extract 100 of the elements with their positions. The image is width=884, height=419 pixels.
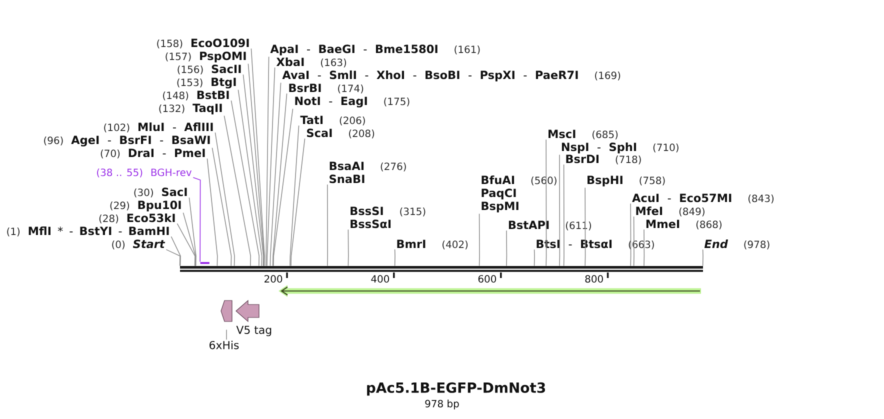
enzyme-label: BsrBI	[289, 84, 321, 92]
position-label: (758)	[640, 176, 665, 186]
enzyme-label: PaqCI	[482, 188, 516, 200]
leader-line	[182, 212, 196, 266]
enzyme-label: BmrI	[397, 240, 426, 248]
enzyme-label: BstBI	[197, 90, 229, 100]
leader-line	[166, 249, 180, 266]
leader-line	[248, 63, 264, 266]
leader-line	[230, 100, 260, 266]
leader-line	[272, 93, 288, 266]
feature-label: 6xHis	[210, 340, 239, 350]
scale-label: 400	[371, 275, 390, 283]
position-label: (153)	[177, 78, 202, 88]
position-label: (0)	[112, 240, 125, 250]
position-label: (174)	[338, 84, 364, 94]
enzyme-label: TatI	[300, 116, 323, 124]
leader-line	[238, 89, 262, 266]
leader-line	[348, 229, 349, 266]
leader-line	[644, 229, 645, 266]
enzyme-label: MscI	[548, 130, 576, 138]
leader-line	[206, 158, 218, 266]
enzyme-label: DraI - PmeI	[128, 148, 205, 158]
enzyme-label: SacII	[212, 64, 241, 74]
position-label: (29)	[110, 201, 130, 210]
enzyme-label: BtsI - BtsαI	[536, 240, 612, 248]
enzyme-label: ApaI - BaeGI - Bme1580I	[270, 44, 438, 56]
position-label: (156)	[178, 65, 203, 74]
scale-label: 800	[585, 275, 603, 283]
position-label: (208)	[349, 129, 374, 138]
caption: 978 bp	[425, 400, 459, 410]
enzyme-label: AcuI - Eco57MI	[632, 194, 732, 202]
enzyme-label: BssSαI	[350, 220, 391, 228]
enzyme-label: Eco53kI	[127, 213, 175, 222]
enzyme-label: MmeI	[646, 220, 680, 228]
position-label: (102)	[104, 123, 130, 132]
enzyme-label: BsaAI	[330, 162, 364, 170]
position-label: (868)	[696, 220, 722, 230]
scale-label: 600	[478, 275, 496, 283]
leader-line	[290, 125, 300, 266]
position-label: (560)	[531, 176, 556, 186]
position-label: (30)	[134, 188, 153, 198]
position-label: (685)	[592, 130, 618, 140]
position-label: (38 .. 55)	[97, 168, 142, 178]
leader-line	[534, 249, 535, 266]
leader-line	[170, 236, 181, 266]
enzyme-label: AvaI - SmlI - XhoI - BsoBI - PspXI - PaeR7I	[282, 70, 578, 82]
enzyme-label: XbaI	[276, 57, 304, 66]
enzyme-label: AgeI - BsrFI - BsaWI	[71, 136, 210, 146]
leader-line	[226, 329, 227, 340]
enzyme-label: BsrDI	[566, 154, 599, 164]
position-label: (175)	[384, 97, 410, 106]
position-label: (70)	[100, 149, 120, 158]
feature-block	[220, 300, 232, 322]
position-label: (276)	[380, 162, 406, 172]
leader-line	[559, 154, 560, 266]
leader-line	[250, 48, 265, 266]
enzyme-label: SnaBI	[330, 174, 364, 184]
leader-line	[212, 147, 232, 266]
position-label: (843)	[748, 194, 774, 204]
enzyme-label: NotI - EagI	[295, 96, 367, 108]
enzyme-label: MfeI	[636, 206, 662, 216]
leader-line	[270, 82, 282, 266]
sequence-bar	[180, 266, 703, 272]
position-label: (315)	[400, 207, 426, 216]
end-label: Start	[132, 240, 166, 248]
leader-line	[394, 249, 396, 266]
scale-label: 200	[264, 275, 282, 283]
leader-line	[192, 177, 201, 262]
position-label: (402)	[442, 240, 468, 250]
position-label: (978)	[744, 240, 770, 250]
enzyme-label: TaqII	[192, 104, 222, 114]
leader-line	[290, 138, 306, 266]
enzyme-label: BspMI	[482, 202, 518, 212]
position-label: (718)	[616, 155, 641, 164]
enzyme-label: MluI - AflIII	[138, 122, 213, 132]
position-label: (96)	[44, 136, 63, 146]
end-label: End	[704, 239, 728, 248]
position-label: (710)	[653, 143, 678, 152]
primer-label: BGH-rev	[151, 168, 192, 176]
leader-line	[633, 216, 634, 266]
leader-line	[242, 74, 264, 266]
leader-line	[188, 197, 196, 266]
position-label: (158)	[157, 39, 182, 48]
leader-line	[563, 164, 564, 266]
leader-line	[214, 132, 235, 266]
position-label: (148)	[163, 91, 188, 100]
enzyme-label: Bpu10I	[138, 200, 181, 212]
leader-line	[478, 213, 480, 266]
leader-line	[266, 67, 276, 266]
position-label: (163)	[320, 58, 346, 68]
leader-line	[176, 223, 196, 266]
enzyme-label: EcoO109I	[191, 38, 249, 48]
position-label: (132)	[159, 104, 184, 114]
enzyme-label: NspI - SphI	[562, 142, 636, 154]
enzyme-label: SacI	[162, 188, 187, 196]
leader-line	[630, 203, 632, 266]
leader-line	[546, 139, 547, 266]
position-label: (169)	[595, 71, 620, 80]
enzyme-label: ScaI	[307, 128, 332, 138]
position-label: (28)	[99, 214, 118, 224]
